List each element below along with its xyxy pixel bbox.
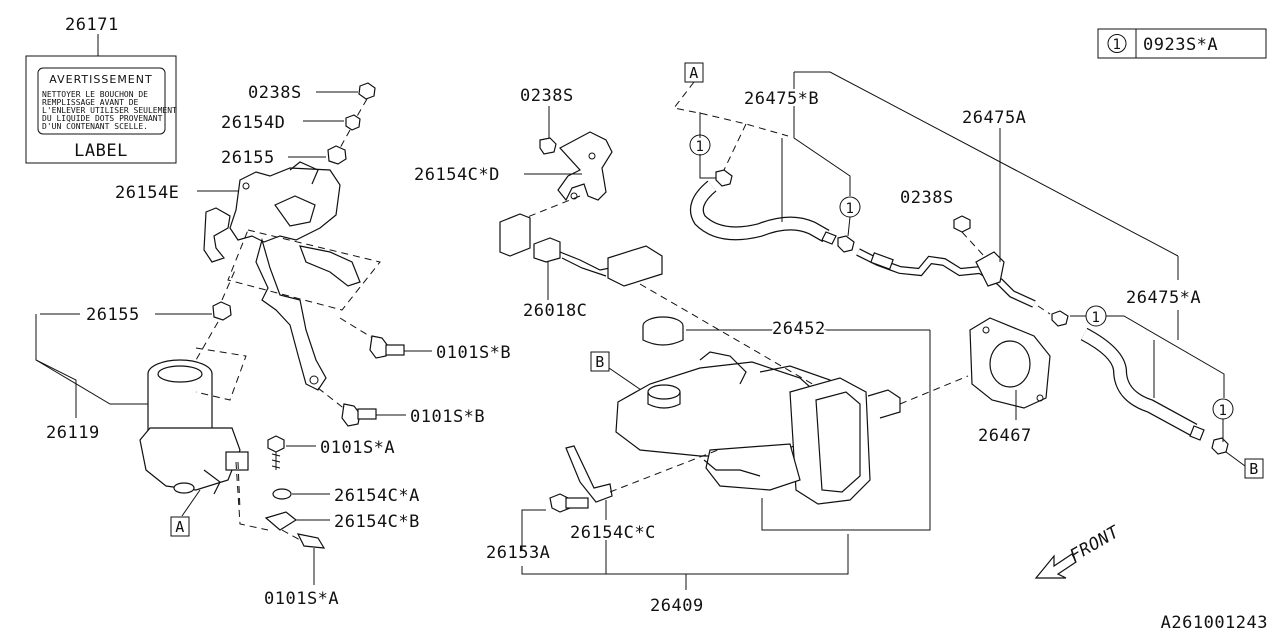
callout-26409: 26409 [650, 596, 704, 616]
grommet-icon [327, 145, 347, 165]
bracket-upper-icon [229, 167, 341, 243]
callout-26155-lower: 26155 [86, 305, 140, 325]
label-line-4: DU LIQUIDE DOTS PROVENANT [42, 114, 163, 123]
callout-0101sa-lower: 0101S*A [264, 589, 339, 609]
pump-assembly: 26119 A [35, 313, 269, 537]
label-caption: LABEL [74, 141, 128, 161]
clip-26154cc-icon [565, 445, 613, 503]
ref-a-lower: A [175, 518, 185, 536]
warning-label: 26171 AVERTISSEMENT NETTOYER LE BOUCHON … [25, 15, 177, 164]
front-arrow: FRONT [1034, 522, 1125, 579]
label-part-number: 26171 [65, 15, 119, 35]
callout-26154e: 26154E [115, 183, 179, 203]
connector-plug-icon [499, 213, 531, 257]
nut-icon [358, 82, 376, 100]
callout-0238s-right: 0238S [900, 188, 954, 208]
callout-26475a-star: 26475*A [1126, 288, 1201, 308]
callout-0101sb-lower: 0101S*B [410, 407, 485, 427]
callout-26153a: 26153A [486, 543, 550, 563]
mark-1d: 1 [1219, 403, 1228, 419]
hose-group: A 1 26475*B 1 26475A 0238S [673, 62, 1264, 479]
clip-icon [345, 114, 361, 131]
clip-26154ca-icon [272, 488, 292, 500]
ref-b-right: B [1249, 460, 1259, 478]
master-cylinder-group: 26452 B 26154C*C 26153A 26409 [486, 316, 969, 616]
label-heading: AVERTISSEMENT [49, 73, 152, 86]
connector-block-icon [607, 245, 663, 287]
callout-0238s-left: 0238S [248, 83, 302, 103]
ref-b-left: B [595, 353, 605, 371]
callout-26475b: 26475*B [744, 89, 819, 109]
callout-0101sa-upper: 0101S*A [320, 438, 395, 458]
lower-left-fasteners: 0101S*A 26154C*A 26154C*B 0101S*A [264, 435, 420, 609]
left-bracket-group: 0238S 26154D 26155 26154E 26155 [86, 82, 511, 427]
callout-26154ca: 26154C*A [334, 486, 420, 506]
legend-code: 0923S*A [1143, 35, 1218, 55]
callout-0238s-middle: 0238S [520, 86, 574, 106]
callout-26475a: 26475A [962, 108, 1026, 128]
callout-26154d: 26154D [221, 113, 285, 133]
callout-26452: 26452 [772, 319, 826, 339]
hose-clamp-icon [715, 169, 733, 187]
label-line-1: NETTOYER LE BOUCHON DE [42, 90, 148, 99]
clip-26154cb-icon [264, 511, 298, 531]
callout-26154cd: 26154C*D [414, 165, 500, 185]
mark-1c: 1 [1092, 310, 1101, 326]
callout-26154cb: 26154C*B [334, 512, 420, 532]
pipe-bracket-icon [975, 251, 1005, 287]
bolt-0101sa-lower-icon [296, 533, 326, 549]
bracket-arm-icon [255, 237, 327, 391]
legend-circle-number: 1 [1113, 37, 1122, 53]
figure-id: A261001243 [1161, 613, 1268, 633]
reservoir-tank-icon [615, 361, 821, 457]
legend-box: 1 0923S*A [1097, 28, 1267, 59]
callout-26467: 26467 [978, 426, 1032, 446]
bolt-0101sa-icon [267, 435, 285, 453]
front-arrow-icon [1034, 553, 1077, 579]
bracket-26154cd-icon [557, 131, 613, 202]
callout-26154cc: 26154C*C [570, 523, 656, 543]
hose-clamp-right-icon [1051, 310, 1069, 327]
front-label: FRONT [1067, 522, 1125, 567]
label-line-5: D'UN CONTENANT SCELLE. [42, 122, 148, 131]
callout-26155-top: 26155 [221, 148, 275, 168]
callout-26119: 26119 [46, 423, 100, 443]
gasket-group: 26467 [969, 317, 1051, 446]
bolt-icon [369, 335, 389, 359]
label-line-2: REMPLISSAGE AVANT DE [42, 98, 139, 107]
ref-a-upper: A [689, 64, 699, 82]
grommet-lower-icon [212, 301, 232, 321]
bolt-lower-icon [341, 403, 361, 427]
mark-1a: 1 [696, 139, 705, 155]
nut-middle-icon [539, 137, 557, 155]
label-line-3: L'ENLEVER UTILISER SEULEMENT [42, 106, 177, 115]
mark-1b: 1 [846, 201, 855, 217]
gasket-icon [969, 317, 1051, 409]
nut-right-icon [953, 215, 971, 233]
callout-26018c: 26018C [523, 301, 587, 321]
connector-group: 0238S 26154C*D 26018C [414, 86, 841, 401]
master-cylinder-body-icon [789, 377, 871, 505]
callout-0101sb-upper: 0101S*B [436, 343, 511, 363]
mark-circle-1a [689, 134, 711, 156]
